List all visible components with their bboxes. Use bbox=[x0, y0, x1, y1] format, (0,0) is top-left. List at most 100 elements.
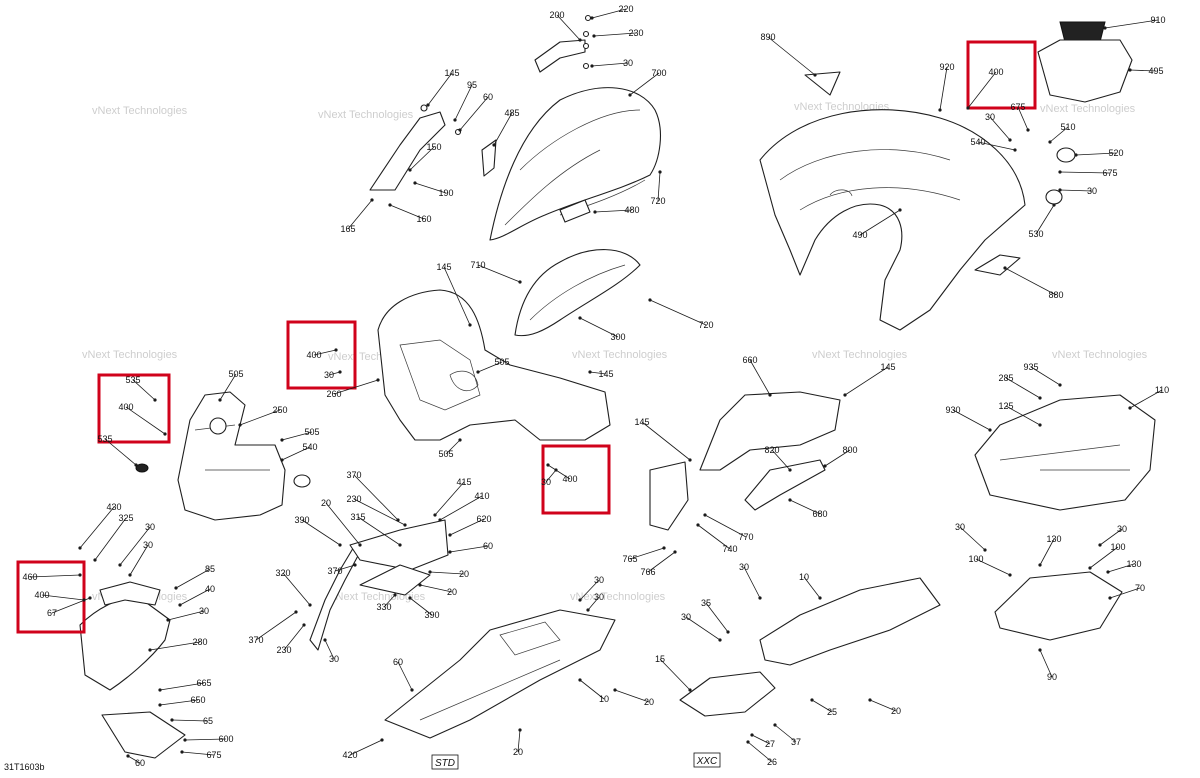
leader-dot bbox=[413, 181, 417, 185]
callout-label: 100 bbox=[1110, 542, 1125, 552]
leader-line bbox=[1075, 152, 1117, 156]
leader-line bbox=[125, 406, 166, 435]
callout-label: 935 bbox=[1023, 362, 1038, 372]
callout-label: 90 bbox=[1047, 672, 1057, 682]
callout-label: 30 bbox=[199, 606, 209, 616]
callout-label: 145 bbox=[444, 68, 459, 78]
callout-label: 60 bbox=[483, 92, 493, 102]
leader-dot bbox=[453, 118, 457, 122]
leader-line bbox=[94, 517, 127, 561]
leader-line bbox=[454, 84, 473, 121]
callout-label: 890 bbox=[760, 32, 775, 42]
leader-dot bbox=[1074, 153, 1078, 157]
callout-label: 675 bbox=[206, 750, 221, 760]
callout-label: 30 bbox=[143, 540, 153, 550]
callout-label: 20 bbox=[513, 747, 523, 757]
grommet-part bbox=[420, 104, 428, 112]
leader-dot bbox=[302, 623, 306, 627]
leader-dot bbox=[163, 432, 167, 436]
leader-dot bbox=[868, 698, 872, 702]
leader-dot bbox=[438, 518, 442, 522]
leader-line bbox=[1109, 587, 1141, 599]
leader-line bbox=[184, 738, 227, 741]
leader-dot bbox=[88, 596, 92, 600]
callout-label: 910 bbox=[1150, 15, 1165, 25]
skid-plate-std-part bbox=[384, 609, 616, 739]
watermark: vNext Technologies bbox=[1040, 103, 1136, 115]
middle-skid-part bbox=[759, 577, 941, 666]
leader-dot bbox=[448, 533, 452, 537]
callout-label: 665 bbox=[196, 678, 211, 688]
leader-line bbox=[589, 371, 607, 375]
leader-line bbox=[641, 421, 691, 461]
callout-label: 10 bbox=[599, 694, 609, 704]
callout-label: 330 bbox=[376, 602, 391, 612]
callout-label: 880 bbox=[1048, 290, 1063, 300]
callout-label: 370 bbox=[248, 635, 263, 645]
leader-dot bbox=[773, 723, 777, 727]
leader-line bbox=[647, 551, 676, 573]
callout-label: 675 bbox=[1010, 102, 1025, 112]
callout-label: 300 bbox=[610, 332, 625, 342]
leader-line bbox=[324, 639, 335, 660]
callout-label: 190 bbox=[438, 188, 453, 198]
leader-line bbox=[967, 71, 997, 109]
callout-label: 505 bbox=[304, 427, 319, 437]
leader-dot bbox=[458, 438, 462, 442]
leader-line bbox=[414, 182, 447, 194]
leader-line bbox=[789, 499, 821, 515]
leader-dot bbox=[1038, 423, 1042, 427]
leader-dot bbox=[148, 648, 152, 652]
leader-dot bbox=[592, 34, 596, 38]
leader-line bbox=[1049, 126, 1069, 143]
callout-label: 60 bbox=[135, 758, 145, 768]
leader-line bbox=[119, 526, 151, 566]
leader-dot bbox=[170, 718, 174, 722]
callout-label: 15 bbox=[655, 654, 665, 664]
leader-dot bbox=[658, 170, 662, 174]
leader-line bbox=[439, 495, 483, 521]
callout-label: 37 bbox=[791, 737, 801, 747]
light-part bbox=[209, 417, 227, 435]
callout-label: 490 bbox=[852, 230, 867, 240]
leader-dot bbox=[718, 638, 722, 642]
callout-label: 530 bbox=[1028, 229, 1043, 239]
leader-line bbox=[325, 502, 361, 546]
callout-label: 20 bbox=[644, 697, 654, 707]
leader-line bbox=[434, 481, 465, 516]
leader-dot bbox=[388, 203, 392, 207]
leader-line bbox=[1030, 366, 1061, 386]
callout-label: 620 bbox=[476, 514, 491, 524]
callout-label: 85 bbox=[205, 564, 215, 574]
parts bbox=[79, 14, 1156, 759]
leader-dot bbox=[126, 754, 130, 758]
leader-line bbox=[349, 739, 383, 756]
leader-line bbox=[29, 574, 81, 578]
leader-line bbox=[104, 438, 137, 466]
leader-line bbox=[659, 658, 691, 691]
callout-layer: 2002202303070014595604857204801501901601… bbox=[22, 4, 1169, 768]
callout-label: 165 bbox=[340, 224, 355, 234]
leader-line bbox=[159, 682, 205, 691]
leader-line bbox=[774, 724, 797, 743]
callout-label: 740 bbox=[722, 544, 737, 554]
leader-line bbox=[1107, 563, 1135, 573]
callout-label: 400 bbox=[562, 474, 577, 484]
upper-dash-part bbox=[514, 249, 641, 337]
storage-box-detail bbox=[999, 444, 1130, 471]
callout-label: 520 bbox=[1108, 148, 1123, 158]
cup-part bbox=[804, 71, 841, 96]
leader-dot bbox=[468, 323, 472, 327]
nut-part bbox=[582, 62, 590, 70]
leader-line bbox=[657, 171, 661, 202]
leader-dot bbox=[418, 583, 422, 587]
leader-dot bbox=[153, 398, 157, 402]
watermark: vNext Technologies bbox=[1052, 349, 1148, 361]
leader-dot bbox=[338, 543, 342, 547]
leader-line bbox=[547, 464, 571, 480]
callout-label: 30 bbox=[681, 612, 691, 622]
leader-dot bbox=[353, 563, 357, 567]
leader-line bbox=[685, 616, 721, 641]
callout-label: 30 bbox=[329, 654, 339, 664]
leader-line bbox=[353, 498, 406, 526]
